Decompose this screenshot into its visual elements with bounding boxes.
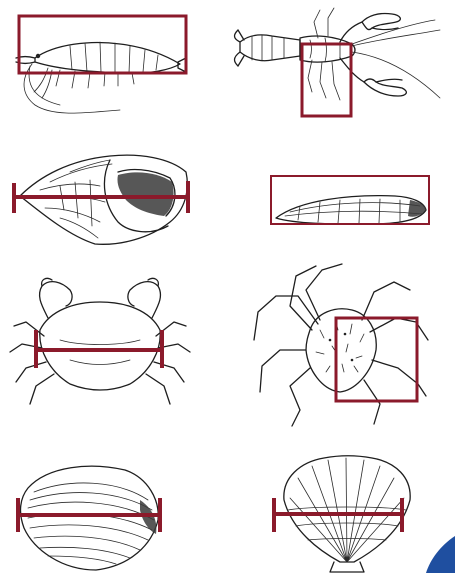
corner-badge [426, 536, 455, 573]
scallop-measure-bar [274, 498, 402, 532]
shore-crab-measure-bar [36, 330, 162, 368]
clam-illustration [21, 466, 159, 570]
shrimp-illustration [16, 42, 186, 113]
whelk-illustration [20, 155, 187, 244]
spider-crab-measure-box [336, 318, 417, 401]
razor-clam-illustration [276, 196, 426, 224]
lobster-illustration [235, 8, 441, 100]
razor-clam-measure-box [271, 176, 429, 224]
